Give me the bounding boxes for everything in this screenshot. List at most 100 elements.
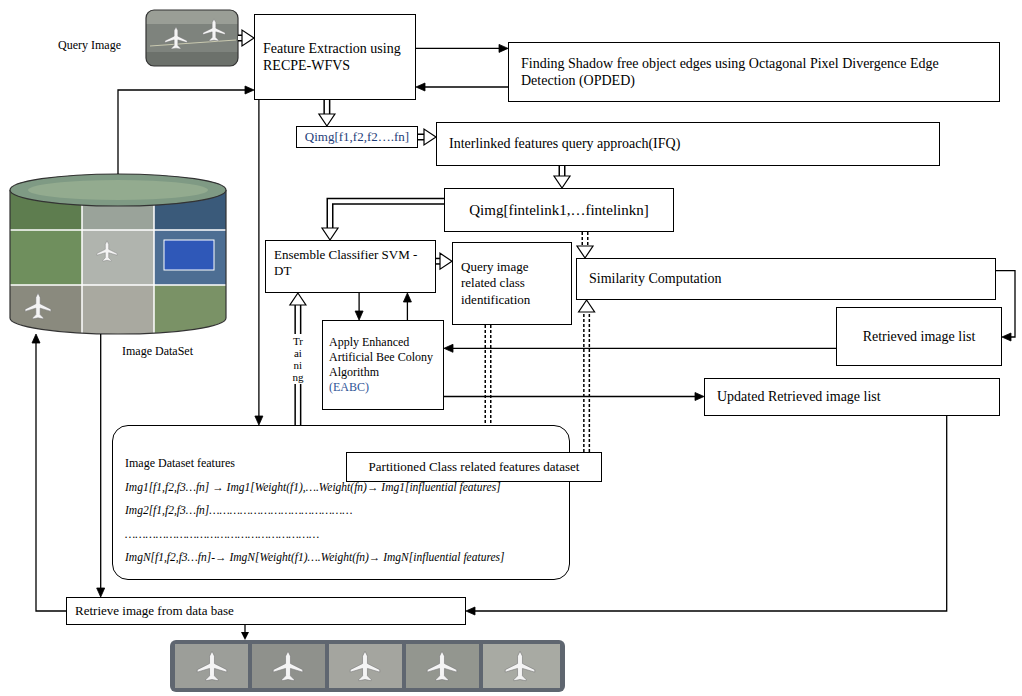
connector-arrow — [118, 86, 254, 174]
airplane — [97, 241, 117, 261]
arrow-inner — [585, 311, 589, 452]
connector-arrow — [444, 344, 836, 352]
arrow-head — [424, 129, 436, 145]
connector-arrow — [355, 293, 363, 320]
process-box: Query image related class identification — [452, 242, 572, 325]
arrow-head — [499, 44, 508, 52]
arrow-head — [440, 253, 452, 269]
arrow-shaft — [244, 625, 245, 633]
arrow-shaft — [36, 342, 66, 611]
box-text: Qimg[f1,f2,f2….fn] — [301, 129, 413, 145]
arrow-head — [554, 176, 570, 188]
classifier-box: Ensemble Classifier SVM -DT — [265, 240, 436, 293]
tile — [154, 230, 226, 285]
connector-arrow — [403, 293, 411, 320]
box-text: Qimg[fintelink1,…fintelinkn] — [451, 201, 667, 220]
taxi-line — [150, 40, 236, 46]
arrow-shaft — [407, 301, 408, 320]
hollow-arrow — [322, 201, 444, 240]
process-box: Feature Extraction using RECPE-WFVS — [254, 14, 416, 100]
airplane — [197, 651, 227, 681]
list-box: Updated Retrieved image list — [704, 378, 1000, 416]
hollow-arrow — [554, 166, 570, 188]
airplane — [273, 651, 303, 681]
box-text: Feature Extraction using RECPE-WFVS — [263, 40, 407, 75]
airplane — [165, 27, 187, 49]
box-text: Retrieve image from data base — [75, 603, 457, 619]
hollow-arrow — [418, 129, 436, 145]
arrow-head — [579, 300, 595, 312]
arrow-head — [290, 293, 306, 305]
vector-box: Qimg[fintelink1,…fintelinkn] — [444, 188, 674, 232]
arrow-head — [241, 632, 249, 640]
hollow-arrow — [238, 30, 254, 46]
process-box: Finding Shadow free object edges using O… — [508, 42, 1000, 102]
result-tile — [329, 644, 402, 688]
tile — [82, 230, 154, 285]
connector-arrow — [416, 83, 508, 91]
database-cylinder: Image DataSet — [10, 174, 226, 334]
database-cylinder — [10, 170, 226, 340]
feature-row: Img2[f1,f2,f3…fn]…………………………………… — [125, 503, 557, 517]
hollow-arrow — [577, 232, 593, 258]
feature-row: ImgN[f1,f2,f3…fn]-→ ImgN[Weight(f1)….Wei… — [125, 550, 557, 564]
arrow-outline — [330, 201, 444, 229]
arrow-head — [242, 30, 254, 46]
airplane — [25, 293, 51, 319]
feature-panel: Image Dataset featuresImg1[f1,f2,f3…fn] … — [112, 425, 570, 580]
thumbnail-frame — [146, 10, 238, 66]
tennis-court — [164, 240, 214, 270]
node-label: Query Image — [58, 38, 121, 53]
dataset-box: Partitioned Class related features datas… — [346, 452, 602, 482]
airplane — [203, 19, 225, 41]
arrow-head — [577, 246, 593, 258]
arrow-inner — [560, 166, 564, 177]
query-thumbnail — [146, 10, 238, 66]
hollow-arrow — [319, 100, 335, 126]
arrow-inner — [325, 100, 329, 115]
result-tile — [406, 644, 479, 688]
node-label: Image DataSet — [122, 344, 193, 359]
arrow-shaft — [258, 100, 259, 417]
cylinder-top — [10, 174, 226, 206]
box-text: Partitioned Class related features datas… — [353, 459, 595, 475]
tile — [10, 230, 82, 285]
process-box: Similarity Computation — [576, 258, 996, 300]
arrow-outline — [582, 232, 589, 247]
connector-arrow — [255, 100, 263, 425]
tile-gap — [10, 284, 226, 286]
box-text: Finding Shadow free object edges using O… — [521, 55, 987, 90]
thumbnail-ground — [146, 10, 238, 66]
arrow-head — [355, 311, 363, 320]
result-tile — [252, 644, 325, 688]
arrow-outline — [485, 325, 492, 441]
arrow-head — [695, 393, 704, 401]
arrow-head — [466, 607, 475, 615]
feature-row: ………………………………………………… — [125, 527, 557, 541]
strip-frame — [170, 640, 565, 692]
result-strip — [170, 640, 565, 692]
result-tile — [483, 644, 560, 688]
arrow-head — [1002, 333, 1011, 341]
arrow-inner — [330, 201, 444, 229]
arrow-outline — [323, 100, 330, 115]
arrow-head — [444, 344, 453, 352]
connector-arrow — [444, 393, 704, 401]
dataset-mosaic — [10, 170, 226, 340]
process-box: Retrieve image from data base — [66, 597, 466, 625]
feature-row: Img1[f1,f2,f3…fn] → Img1[Weight(f1),….We… — [125, 480, 557, 494]
connector-arrow — [416, 44, 508, 52]
list-box: Retrieved image list — [836, 307, 1002, 366]
arrow-shaft — [100, 334, 101, 589]
arrow-inner — [583, 232, 587, 247]
box-text: Ensemble Classifier SVM -DT — [274, 247, 427, 280]
hollow-arrow — [579, 300, 595, 452]
arrow-shaft — [416, 48, 500, 49]
arrow-head — [32, 334, 40, 343]
arrow-shaft — [444, 396, 696, 397]
query-image: Query Image — [146, 10, 238, 66]
arrow-head — [319, 114, 335, 126]
tile — [154, 285, 226, 340]
connector-arrow — [97, 334, 105, 597]
